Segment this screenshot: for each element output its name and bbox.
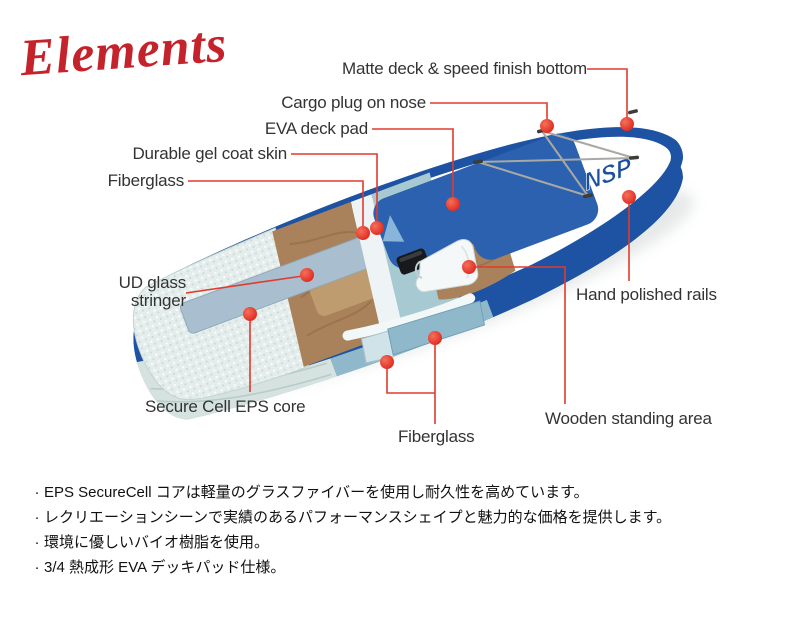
callout-dot-eps (243, 307, 257, 321)
note-bullet: · (34, 484, 40, 501)
label-ud-line2: stringer (130, 291, 186, 310)
note-text: 3/4 熱成形 EVA デッキパッド仕様。 (44, 559, 286, 576)
callout-line-gel (291, 153, 378, 228)
label-ud-glass-stringer: UD glass stringer (118, 273, 187, 310)
note-bullet: · (34, 534, 40, 551)
note-item: · 3/4 熱成形 EVA デッキパッド仕様。 (30, 555, 671, 580)
label-cargo-plug: Cargo plug on nose (281, 93, 426, 112)
note-item: · EPS SecureCell コアは軽量のグラスファイバーを使用し耐久性を高… (30, 480, 671, 505)
note-bullet: · (34, 559, 40, 576)
callout-dot-fiberglass-top (356, 226, 370, 240)
vent-plug-dash (627, 109, 638, 115)
label-hand-polished-rails: Hand polished rails (576, 285, 717, 304)
callout-dot-eva (446, 197, 460, 211)
callout-dot-rails (622, 190, 636, 204)
note-bullet: · (34, 509, 40, 526)
callout-dot-cargo (540, 119, 554, 133)
label-fiberglass-top: Fiberglass (107, 171, 185, 190)
pale-edge-sheet (360, 330, 395, 364)
callout-line-fiberglass-top (188, 180, 364, 233)
label-ud-line1: UD glass (118, 273, 187, 292)
label-eva-deck-pad: EVA deck pad (264, 119, 368, 138)
callout-dot-ud (300, 268, 314, 282)
note-item: · 環境に優しいバイオ樹脂を使用。 (30, 530, 671, 555)
callout-line-matte (587, 68, 628, 124)
label-wooden-standing-area: Wooden standing area (545, 409, 712, 428)
callout-dot-fiberglass-b1 (380, 355, 394, 369)
callout-line-eva (372, 128, 454, 204)
callout-line-fiberglass-bottom (386, 338, 436, 424)
callout-dot-gel (370, 221, 384, 235)
callout-lines (185, 68, 630, 424)
label-eps-core: Secure Cell EPS core (145, 397, 306, 416)
fiberglass-roll (342, 293, 476, 341)
note-text: 環境に優しいバイオ樹脂を使用。 (44, 534, 270, 551)
callout-dots (243, 117, 636, 369)
callout-line-cargo (430, 102, 548, 126)
callout-dot-matte (620, 117, 634, 131)
board: NSP (114, 102, 708, 442)
note-item: · レクリエーションシーンで実績のあるパフォーマンスシェイプと魅力的な価格を提供… (30, 505, 672, 530)
note-text: EPS SecureCell コアは軽量のグラスファイバーを使用し耐久性を高めて… (44, 484, 589, 501)
label-matte-deck: Matte deck & speed finish bottom (342, 59, 587, 78)
note-text: レクリエーションシーンで実績のあるパフォーマンスシェイプと魅力的な価格を提供しま… (44, 509, 672, 526)
label-fiberglass-bottom: Fiberglass (398, 427, 475, 446)
steel-edge-sheet (387, 300, 486, 356)
callout-line-wooden (469, 266, 566, 404)
label-gel-coat-skin: Durable gel coat skin (132, 144, 287, 163)
callout-dot-wooden (462, 260, 476, 274)
bungee-cords (477, 130, 635, 197)
notes-list: · EPS SecureCell コアは軽量のグラスファイバーを使用し耐久性を高… (30, 480, 672, 580)
callout-dot-fiberglass-b2 (428, 331, 442, 345)
callout-line-ud (185, 275, 304, 294)
bungee-anchors (472, 109, 639, 199)
pad-lifted-corner (382, 215, 405, 242)
